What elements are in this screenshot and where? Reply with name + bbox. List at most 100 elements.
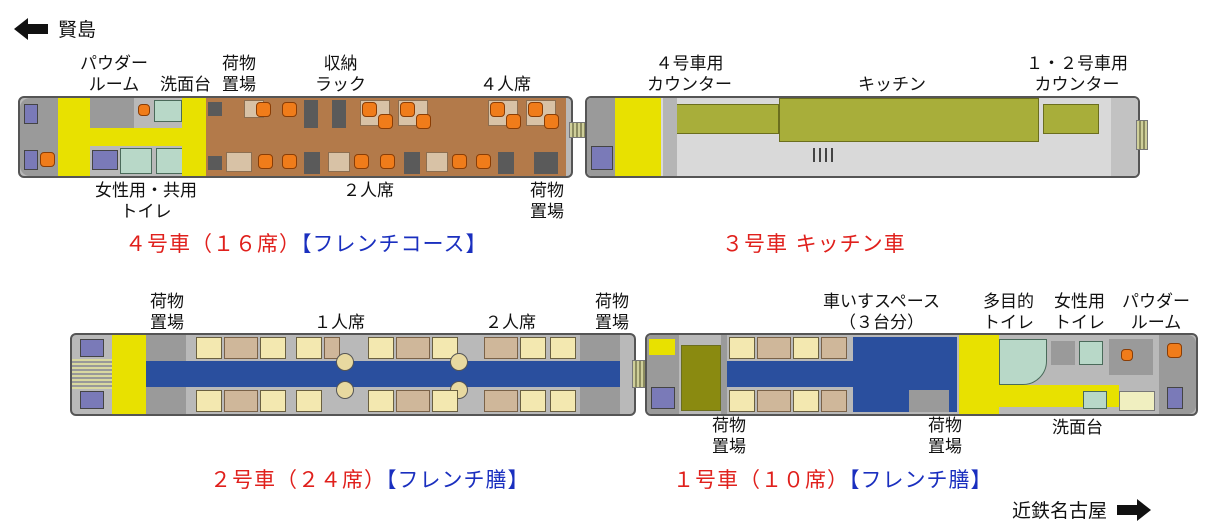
- car4-cab-seat-top: [24, 104, 38, 124]
- car3-counter-12: [1043, 104, 1099, 134]
- car2-seat: [260, 390, 286, 412]
- car2-seat: [550, 337, 576, 359]
- car1-women-toilet-label: 女性用トイレ: [1054, 292, 1105, 333]
- car1-luggage-right: [909, 390, 949, 412]
- car2-single-seat: [450, 353, 468, 371]
- car1-cab-seat-icon: [1167, 343, 1182, 358]
- car4-title: ４号車（１６席）: [125, 232, 301, 256]
- car2-seat: [196, 337, 222, 359]
- car2-seat: [550, 390, 576, 412]
- car2-locker-bottom: [80, 391, 104, 409]
- car4-washbasin-label: 洗面台: [160, 75, 211, 95]
- car1-table: [821, 337, 847, 359]
- car1-toilet-booth: [1051, 341, 1075, 365]
- car4-corridor: [90, 128, 206, 146]
- car4-seat: [354, 154, 369, 169]
- car1-multi-toilet: [999, 339, 1047, 385]
- car2-seat: [368, 337, 394, 359]
- left-arrow-icon: [14, 17, 48, 40]
- car4-storage-rack: [332, 100, 346, 128]
- car2-floorplan: [70, 333, 636, 416]
- coupler-2-1: [632, 360, 646, 388]
- car4-toilet-door: [92, 150, 118, 170]
- car2-category: 【フレンチ膳】: [386, 468, 530, 492]
- car1-table: [821, 390, 847, 412]
- car1-table: [757, 390, 791, 412]
- car2-two-seat-label: ２人席: [485, 313, 536, 333]
- car1-title: １号車（１０席）: [673, 468, 849, 492]
- direction-right-label: 近鉄名古屋: [1012, 500, 1108, 522]
- car2-locker-top: [80, 339, 104, 357]
- car1-luggage-right-label: 荷物置場: [928, 416, 962, 457]
- car2-luggage-left-top: [146, 335, 186, 361]
- car2-title: ２号車（２４席）: [210, 468, 386, 492]
- car4-seat: [506, 114, 521, 129]
- car4-seat: [258, 154, 273, 169]
- car2-table: [396, 390, 430, 412]
- car4-luggage-bottom-label: 荷物置場: [530, 181, 564, 222]
- car2-single-seat: [336, 381, 354, 399]
- car3-counter4-label: ４号車用カウンター: [647, 54, 732, 95]
- car1-vestibule: [959, 335, 999, 414]
- car4-luggage-top-label: 荷物置場: [222, 54, 256, 95]
- car1-washbasin-label: 洗面台: [1052, 418, 1103, 438]
- car4-powder-room-label: パウダールーム: [80, 54, 148, 95]
- car2-seat: [368, 390, 394, 412]
- car4-table-2a: [226, 152, 252, 172]
- car4-cab-seat-bottom: [24, 150, 38, 170]
- car2-luggage-right-label: 荷物置場: [595, 292, 629, 333]
- car2-seat: [296, 337, 322, 359]
- car2-seat: [260, 337, 286, 359]
- car1-locker: [651, 387, 675, 409]
- car2-table: [484, 337, 518, 359]
- car4-seat: [362, 102, 377, 117]
- car2-aisle: [146, 361, 620, 387]
- car4-seat: [528, 102, 543, 117]
- car2-table: [324, 337, 340, 359]
- car4-partition: [404, 152, 420, 174]
- car2-table: [484, 390, 518, 412]
- car4-storage-rack-label: 収納ラック: [315, 54, 366, 95]
- car4-luggage-rack-top: [208, 102, 222, 116]
- car4-partition: [498, 152, 514, 174]
- car4-table-2c: [426, 152, 448, 172]
- car2-seat: [432, 337, 458, 359]
- car4-seat: [490, 102, 505, 117]
- car3-locker: [591, 146, 613, 170]
- car4-vestibule: [58, 98, 90, 176]
- car4-seat: [378, 114, 393, 129]
- car1-luggage-left-label: 荷物置場: [712, 416, 746, 457]
- car1-luggage-left: [681, 345, 721, 411]
- car4-washbasin: [154, 100, 182, 122]
- car1-seat: [793, 337, 819, 359]
- car2-seat: [520, 337, 546, 359]
- car2-luggage-left-label: 荷物置場: [150, 292, 184, 333]
- car2-table: [224, 337, 258, 359]
- car1-category: 【フレンチ膳】: [849, 468, 993, 492]
- car3-counter12-label: １・２号車用カウンター: [1026, 54, 1128, 95]
- car3-counter-4: [675, 104, 779, 134]
- car4-seat: [256, 102, 271, 117]
- car2-luggage-right-top: [580, 335, 620, 361]
- car4-seat: [282, 154, 297, 169]
- car4-seat: [416, 114, 431, 129]
- car1-cab-locker: [1167, 387, 1183, 409]
- car4-seat: [544, 114, 559, 129]
- car3-rack-icon: [813, 148, 837, 162]
- car1-women-toilet: [1079, 341, 1103, 365]
- car4-storage-rack: [304, 100, 318, 128]
- car3-title: ３号車 キッチン車: [722, 232, 906, 256]
- car4-category: 【フレンチコース】: [301, 232, 488, 256]
- car2-table: [224, 390, 258, 412]
- car3-wall: [663, 98, 677, 176]
- car2-seat: [296, 390, 322, 412]
- direction-kashikojima: 賢島: [14, 15, 96, 42]
- right-arrow-icon: [1117, 498, 1152, 521]
- car1-washbasin: [1083, 391, 1107, 409]
- car1-title-row: １号車（１０席）【フレンチ膳】: [673, 464, 993, 494]
- car2-single-seat: [336, 353, 354, 371]
- car3-end-right: [1111, 98, 1138, 176]
- car4-luggage-area: [534, 152, 558, 174]
- car2-luggage-left-bottom: [146, 387, 186, 414]
- car3-kitchen: [779, 98, 1039, 142]
